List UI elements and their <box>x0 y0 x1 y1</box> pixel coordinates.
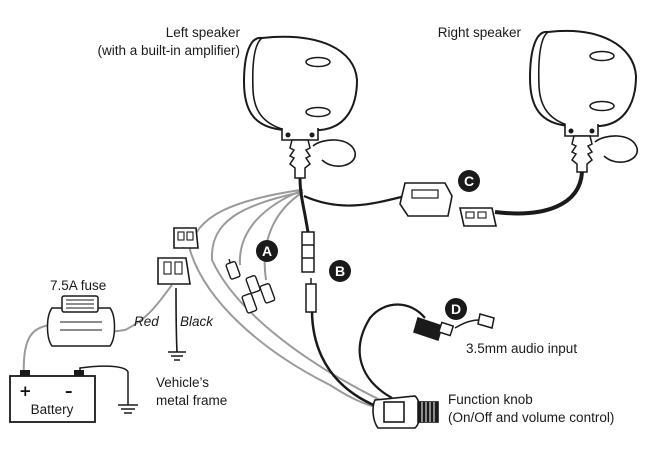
function-knob <box>372 395 439 429</box>
knob-collar <box>383 401 405 423</box>
power-connector <box>157 227 199 285</box>
battery: + – <box>9 370 96 423</box>
cable-battery-to-ground <box>79 365 129 405</box>
right-speaker-rim <box>537 31 571 127</box>
left-speaker-slot-bottom <box>305 106 331 118</box>
grey-wire-a-pair-1 <box>238 189 304 266</box>
audio-input-label: 3.5mm audio input <box>466 341 577 356</box>
right-speaker <box>528 30 638 173</box>
left-speaker-slot-top <box>305 56 331 68</box>
battery-minus-sign: – <box>65 382 73 400</box>
left-speaker <box>242 35 359 179</box>
badge-d-label: D <box>451 301 461 317</box>
fuse-holder <box>46 295 116 347</box>
ground-symbol-frame <box>168 351 186 361</box>
red-wire-label: Red <box>134 314 159 329</box>
right-speaker-slot-bottom <box>589 100 615 112</box>
knob-dial <box>417 401 439 423</box>
battery-terminal-minus <box>74 370 84 376</box>
connector-a <box>225 258 276 314</box>
right-speaker-gland <box>570 135 594 173</box>
left-speaker-rim <box>251 37 286 131</box>
connector-c-female <box>399 182 453 217</box>
badge-d: D <box>445 298 467 320</box>
battery-plus-sign: + <box>19 382 32 400</box>
battery-label: Battery <box>31 402 74 417</box>
connector-c <box>399 182 497 227</box>
grey-wire-to-knob-inner <box>210 191 381 401</box>
function-knob-label: Function knob <box>448 392 533 407</box>
badge-c-label: C <box>464 173 474 189</box>
audio-input-jack <box>413 313 495 341</box>
grey-wire-fuse-to-battery <box>22 324 51 381</box>
power-connector-bottom <box>157 257 191 285</box>
badge-c: C <box>458 170 480 192</box>
jack-body <box>413 317 443 341</box>
connector-b <box>301 231 317 313</box>
fuse-label: 7.5A fuse <box>50 278 106 293</box>
connector-b-socket <box>301 231 315 273</box>
cable-right-speaker-to-c <box>494 171 584 216</box>
function-knob-sublabel: (On/Off and volume control) <box>448 410 614 425</box>
battery-body <box>9 375 96 423</box>
left-speaker-strap <box>312 139 356 167</box>
grey-wire-a-pair-2 <box>263 191 304 281</box>
vehicle-frame-sublabel: metal frame <box>156 393 227 408</box>
cable-black-to-ground <box>175 287 178 353</box>
badge-a-label: A <box>262 243 272 259</box>
cable-left-speaker-down <box>298 177 310 233</box>
grey-wire-red-to-fuse <box>109 284 173 333</box>
badge-b: B <box>329 260 351 282</box>
right-speaker-strap <box>594 135 638 163</box>
right-speaker-label: Right speaker <box>438 25 522 40</box>
left-speaker-gland <box>288 139 312 179</box>
right-speaker-body <box>528 30 638 127</box>
connector-b-plug <box>305 283 317 313</box>
black-wire-label: Black <box>180 314 214 329</box>
fuse-body <box>46 307 116 347</box>
vehicle-frame-label: Vehicle’s <box>156 375 209 390</box>
right-speaker-slot-top <box>589 50 615 62</box>
badge-a: A <box>256 240 278 262</box>
power-connector-top <box>173 227 199 249</box>
badge-b-label: B <box>335 263 345 279</box>
grey-wire-to-knob-outer <box>188 189 381 409</box>
ground-symbol-battery <box>118 404 138 414</box>
left-speaker-sublabel: (with a built-in amplifier) <box>97 43 240 58</box>
cable-left-speaker-to-c <box>303 194 406 207</box>
battery-terminal-plus <box>20 370 30 376</box>
grey-wire-group <box>22 189 381 409</box>
jack-cap <box>477 313 495 329</box>
left-speaker-label: Left speaker <box>166 25 241 40</box>
cable-knob-to-d <box>358 303 426 399</box>
